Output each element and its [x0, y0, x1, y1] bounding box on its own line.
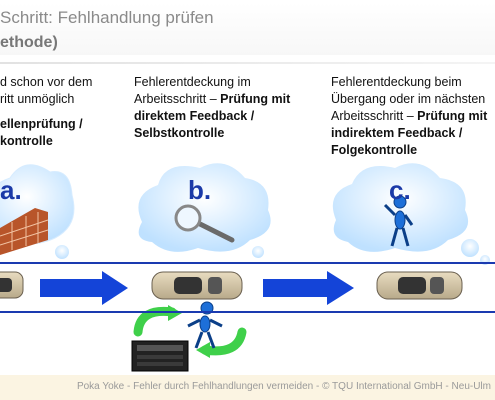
column-b-line2-bold: Prüfung mit — [220, 92, 291, 106]
page-subtitle-text: ethode) — [0, 34, 58, 51]
stick-figure-icon — [383, 195, 414, 247]
label-b: b. — [188, 175, 212, 205]
thought-cloud-c — [332, 163, 490, 265]
illustration-area — [0, 163, 490, 372]
page-title: Schritt: Fehlhandlung prüfen — [0, 8, 214, 27]
magnifier-icon — [174, 204, 235, 243]
column-a-text: d schon vor dem ritt unmöglich ellenprüf… — [0, 74, 92, 150]
title-divider — [0, 62, 495, 64]
column-a-line1: d schon vor dem — [0, 75, 93, 89]
arrow-right-icon — [263, 271, 354, 305]
thought-cloud-b — [138, 163, 271, 258]
car-icon — [151, 271, 243, 300]
page-subtitle: ethode) — [0, 34, 58, 52]
label-c: c. — [389, 175, 411, 205]
column-b-line4: Selbstkontrolle — [134, 126, 225, 140]
brick-wall-icon — [0, 208, 49, 255]
column-b-line1: Fehlerentdeckung im — [134, 75, 251, 89]
label-a: a. — [0, 175, 22, 205]
car-icon — [0, 271, 24, 299]
column-c-line3: Arbeitsschritt – Prüfung mit — [331, 108, 487, 125]
column-b-line2: Arbeitsschritt – Prüfung mit — [134, 91, 290, 108]
title-band — [0, 3, 495, 55]
arrow-right-icon — [40, 271, 128, 305]
process-line-top — [0, 262, 495, 264]
footer-band — [0, 375, 495, 400]
column-c-line4: indirektem Feedback / — [331, 126, 463, 140]
toolbox-icon — [131, 340, 189, 372]
column-b-line3: direktem Feedback / — [134, 109, 255, 123]
column-c-text: Fehlerentdeckung beim Übergang oder im n… — [331, 74, 487, 159]
column-c-line1: Fehlerentdeckung beim — [331, 75, 462, 89]
process-line-bottom — [0, 311, 495, 313]
column-b-text: Fehlerentdeckung im Arbeitsschritt – Prü… — [134, 74, 290, 142]
car-icon — [376, 271, 463, 300]
column-a-line4: kontrolle — [0, 134, 53, 148]
column-c-line3-normal: Arbeitsschritt – — [331, 109, 418, 123]
column-a-line3: ellenprüfung / — [0, 117, 83, 131]
stick-figure-icon — [187, 301, 223, 349]
column-c-line2: Übergang oder im nächsten — [331, 92, 486, 106]
column-b-line2-normal: Arbeitsschritt – — [134, 92, 221, 106]
footer-text: Poka Yoke - Fehler durch Fehlhandlungen … — [76, 381, 491, 392]
column-a-line2: ritt unmöglich — [0, 92, 75, 106]
column-c-line5: Folgekontrolle — [331, 143, 418, 157]
column-c-line3-bold: Prüfung mit — [417, 109, 488, 123]
